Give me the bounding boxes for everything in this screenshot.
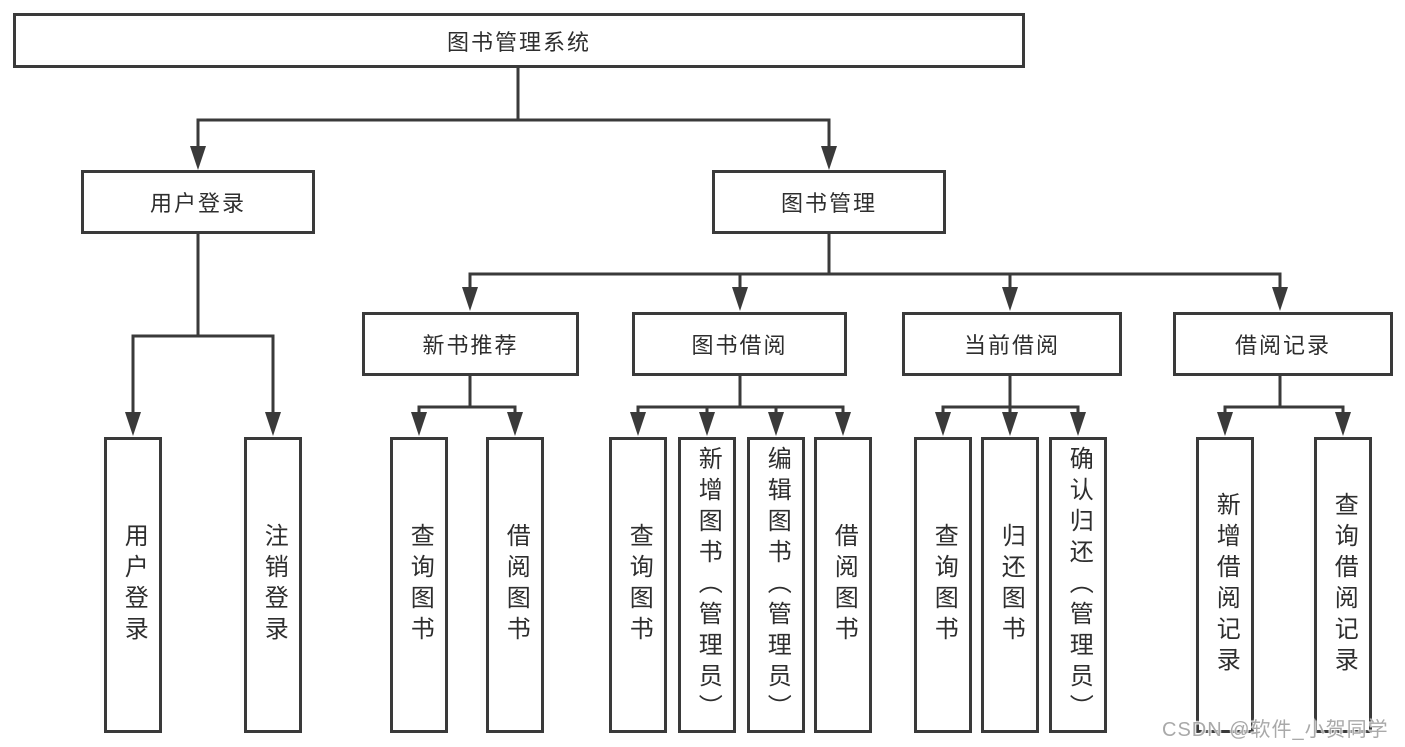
leaf-label: 归还图书 (997, 523, 1025, 647)
leaf-label: 编辑图书（管理员） (763, 445, 791, 725)
arrow-down-icon (1335, 412, 1351, 436)
leaf-label: 查询借阅记录 (1330, 492, 1358, 678)
leaf-return-books: 归还图书 (981, 437, 1039, 733)
arrow-down-icon (835, 412, 851, 436)
leaf-borrow-books-1: 借阅图书 (486, 437, 544, 733)
node-book-management: 图书管理 (712, 170, 946, 234)
leaf-label: 查询图书 (406, 523, 434, 647)
node-label: 图书借阅 (691, 333, 788, 358)
arrow-down-icon (125, 412, 141, 436)
arrow-down-icon (462, 287, 478, 311)
leaf-logout: 注销登录 (244, 437, 302, 733)
arrow-down-icon (732, 287, 748, 311)
connector-book-management-split (462, 231, 1288, 311)
node-label: 借阅记录 (1234, 333, 1331, 358)
node-current-borrowing: 当前借阅 (902, 312, 1122, 376)
connector-current-borrow-split (935, 373, 1086, 436)
leaf-query-books-3: 查询图书 (914, 437, 972, 733)
node-borrowing-records: 借阅记录 (1173, 312, 1393, 376)
node-label: 图书管理系统 (446, 29, 591, 55)
arrow-down-icon (699, 412, 715, 436)
arrow-down-icon (190, 146, 206, 170)
connector-root-split (190, 64, 837, 170)
leaf-label: 新增借阅记录 (1212, 492, 1240, 678)
node-label: 图书管理 (780, 191, 877, 216)
leaf-label: 确认归还（管理员） (1065, 445, 1093, 725)
leaf-edit-books-admin: 编辑图书（管理员） (747, 437, 805, 733)
node-label: 当前借阅 (963, 333, 1060, 358)
leaf-label: 注销登录 (260, 523, 288, 647)
leaf-label: 查询图书 (625, 523, 653, 647)
leaf-query-books-1: 查询图书 (390, 437, 448, 733)
leaf-query-borrow-record: 查询借阅记录 (1314, 437, 1372, 733)
leaf-label: 新增图书（管理员） (694, 445, 722, 725)
leaf-label: 借阅图书 (502, 523, 530, 647)
arrow-down-icon (1002, 412, 1018, 436)
leaf-label: 借阅图书 (830, 523, 858, 647)
leaf-user-login: 用户登录 (104, 437, 162, 733)
arrow-down-icon (265, 412, 281, 436)
connector-book-borrow-split (630, 373, 851, 436)
arrow-down-icon (630, 412, 646, 436)
node-new-book-recommendation: 新书推荐 (362, 312, 579, 376)
arrow-down-icon (935, 412, 951, 436)
arrow-down-icon (1272, 287, 1288, 311)
leaf-label: 用户登录 (120, 523, 148, 647)
arrow-down-icon (821, 146, 837, 170)
leaf-confirm-return-admin: 确认归还（管理员） (1049, 437, 1107, 733)
arrow-down-icon (411, 412, 427, 436)
csdn-watermark: CSDN @软件_小贺同学 (1162, 719, 1389, 741)
arrow-down-icon (507, 412, 523, 436)
arrow-down-icon (1070, 412, 1086, 436)
arrow-down-icon (768, 412, 784, 436)
leaf-add-books-admin: 新增图书（管理员） (678, 437, 736, 733)
arrow-down-icon (1217, 412, 1233, 436)
leaf-borrow-books-2: 借阅图书 (814, 437, 872, 733)
leaf-add-borrow-record: 新增借阅记录 (1196, 437, 1254, 733)
node-book-management-system: 图书管理系统 (13, 13, 1025, 68)
connector-new-book-rec-split (411, 373, 523, 436)
leaf-label: 查询图书 (930, 523, 958, 647)
node-label: 用户登录 (149, 191, 246, 216)
connector-user-login-split (125, 231, 281, 436)
leaf-query-books-2: 查询图书 (609, 437, 667, 733)
node-user-login: 用户登录 (81, 170, 315, 234)
connector-borrow-records-split (1217, 373, 1351, 436)
arrow-down-icon (1002, 287, 1018, 311)
node-book-borrowing: 图书借阅 (632, 312, 847, 376)
node-label: 新书推荐 (422, 333, 519, 358)
